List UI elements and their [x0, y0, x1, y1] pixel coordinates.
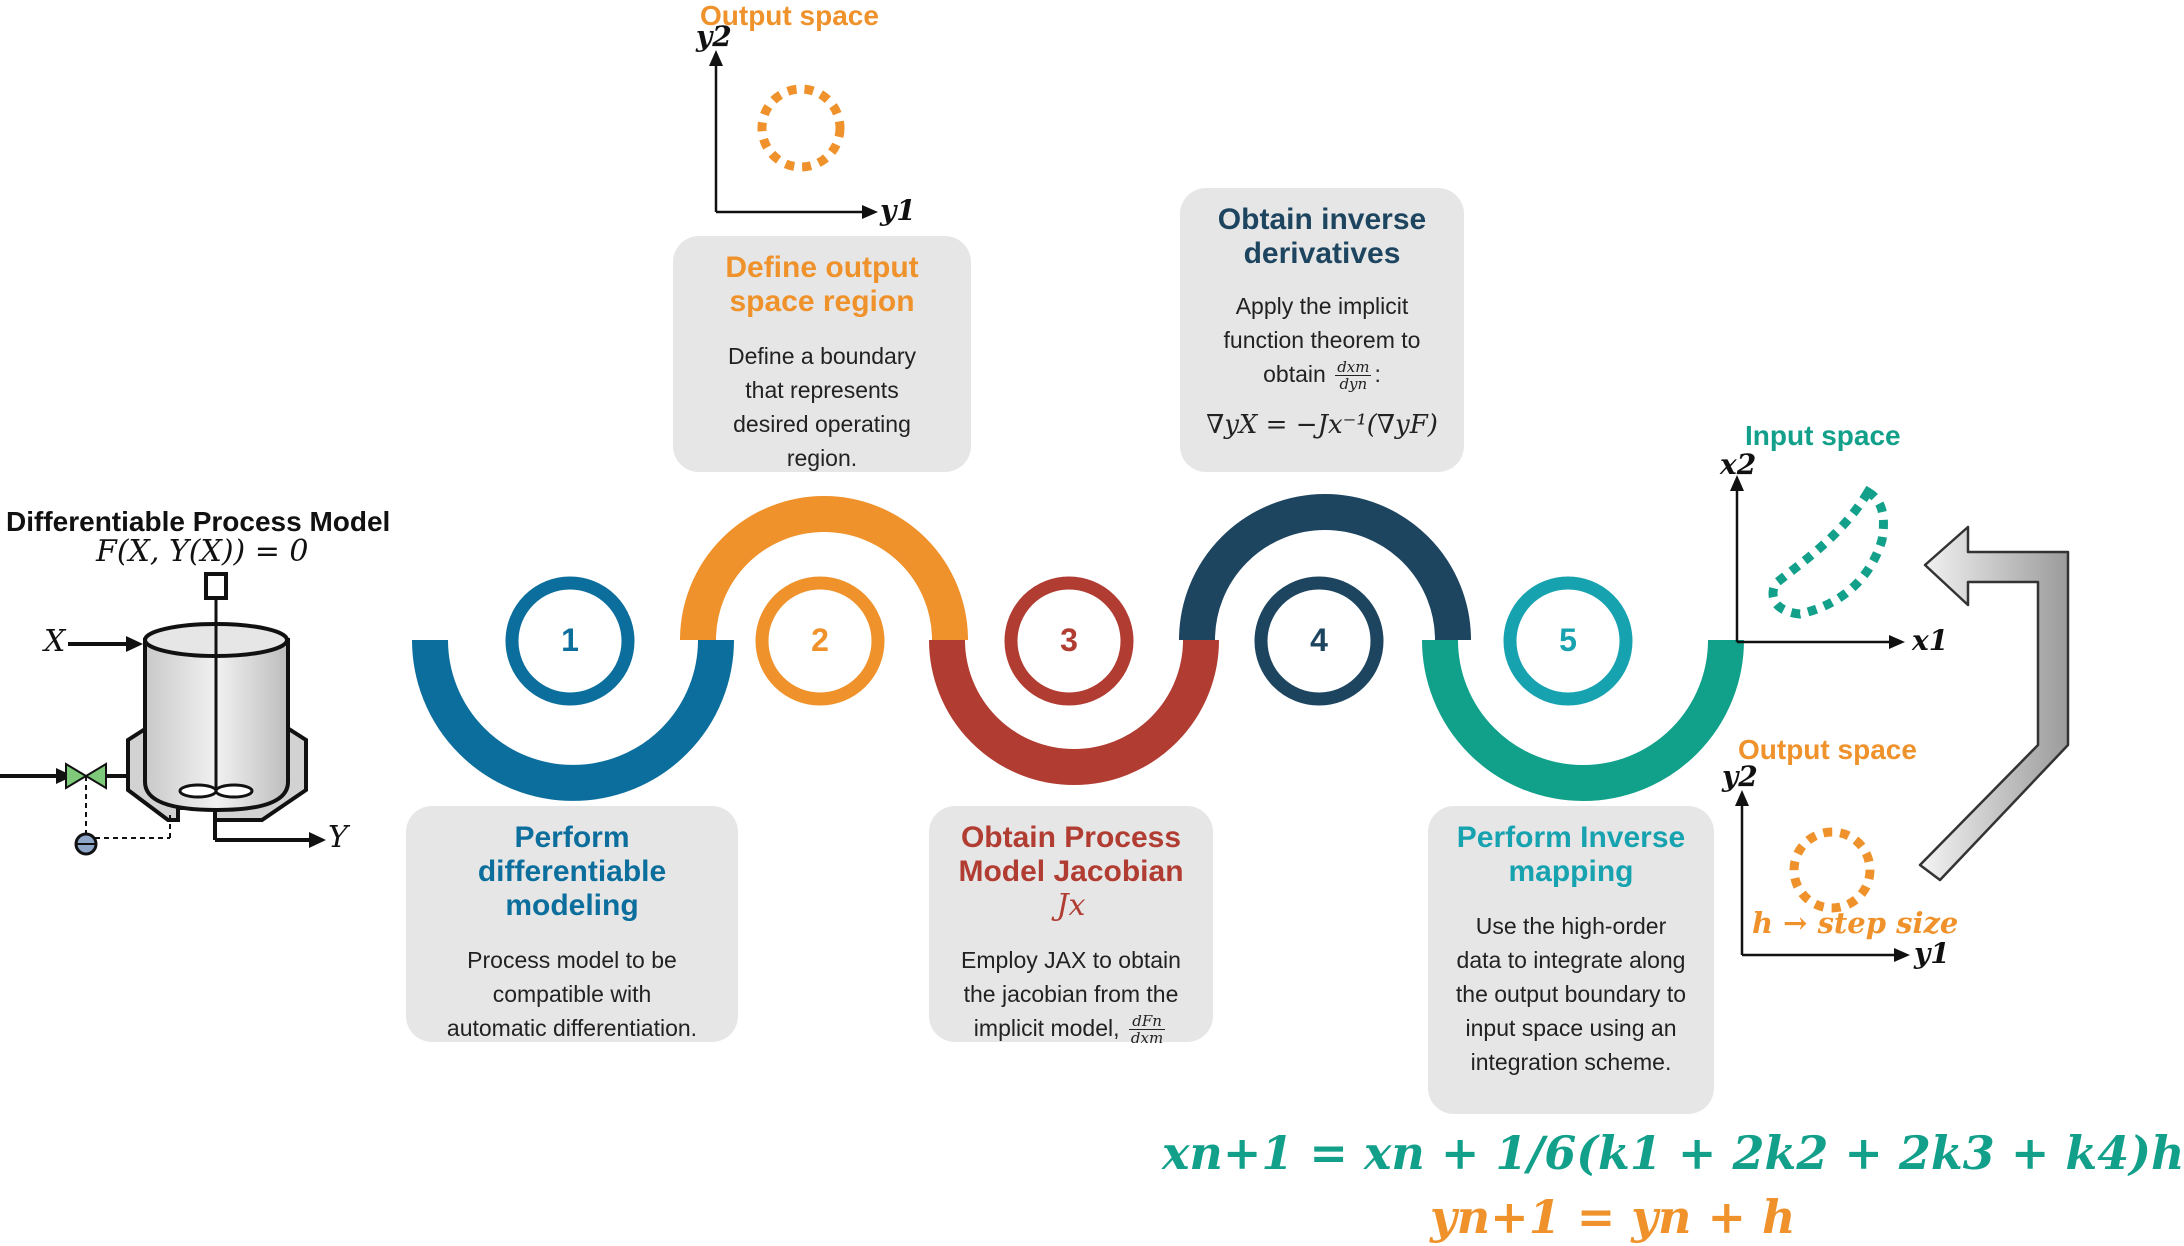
ring-step-5: [1503, 576, 1633, 706]
arc-step-5: [1422, 639, 1744, 801]
reactor-vessel: [0, 572, 326, 856]
step-5-body: Use the high-order data to integrate alo…: [1455, 913, 1687, 1075]
bottom-output-y-axis-label: y2: [1722, 760, 1758, 793]
arc-step-4: [1179, 494, 1471, 641]
plot-bottom-output-space: [1735, 790, 1910, 962]
step-number-2: 2: [811, 622, 829, 658]
process-output-label: Y: [328, 820, 348, 855]
step-size-annotation: h → step size: [1752, 906, 1959, 940]
step-number-5: 5: [1559, 622, 1577, 658]
step-4-title: Obtain inverse derivatives: [1217, 203, 1427, 270]
step-3-title: Obtain Process Model Jacobian Jx: [949, 821, 1193, 923]
arc-step-1: [412, 639, 734, 801]
euler-equation: yn+1 = yn + h: [1430, 1190, 1796, 1244]
step-1-body: Process model to be compatible with auto…: [446, 947, 698, 1041]
step-number-1: 1: [561, 622, 579, 658]
step-2-title: Define output space region: [725, 251, 919, 318]
workflow-wave: [0, 50, 2070, 962]
bottom-output-space-title: Output space: [1738, 734, 1917, 765]
rk4-equation: xn+1 = xn + 1/6(k1 + 2k2 + 2k3 + k4)h: [1162, 1126, 2184, 1180]
plot-input-space: [1730, 475, 1905, 649]
input-space-title: Input space: [1745, 420, 1901, 451]
process-model-title: Differentiable Process Model: [6, 506, 391, 537]
input-y-axis-label: x2: [1720, 448, 1757, 481]
step-2-card: Define output space region Define a boun…: [673, 236, 971, 472]
step-3-body: Employ JAX to obtain the jacobian from t…: [949, 943, 1193, 1046]
ring-step-2: [755, 576, 885, 706]
step-1-card: Perform differentiable modeling Process …: [406, 806, 738, 1042]
step-4-equation: ∇yX = −Jx⁻¹(∇yF): [1206, 410, 1438, 441]
arc-step-3: [929, 639, 1219, 785]
step-4-body: Apply the implicit function theorem to o…: [1223, 293, 1421, 394]
step-number-3: 3: [1060, 622, 1078, 658]
step-3-title-text: Obtain Process Model Jacobian: [958, 821, 1184, 888]
step-5-card: Perform Inverse mapping Use the high-ord…: [1428, 806, 1714, 1114]
step-4-card: Obtain inverse derivatives Apply the imp…: [1180, 188, 1464, 472]
step-3-title-math: Jx: [1056, 888, 1086, 923]
output-region-circle-2: [1789, 827, 1875, 913]
plot-top-output-space: [709, 50, 878, 219]
process-model-equation: F(X, Y(X)) = 0: [96, 534, 309, 569]
input-x-axis-label: x1: [1912, 624, 1949, 657]
step-3-body-text: Employ JAX to obtain the jacobian from t…: [961, 947, 1181, 1041]
ring-step-3: [1004, 576, 1134, 706]
top-output-y-axis-label: y2: [696, 20, 732, 53]
bottom-output-x-axis-label: y1: [1914, 937, 1950, 970]
step-number-4: 4: [1310, 622, 1328, 658]
step-2-body: Define a boundary that represents desire…: [728, 343, 916, 471]
output-region-circle: [757, 84, 845, 172]
step-5-title: Perform Inverse mapping: [1456, 821, 1686, 888]
top-output-space-title: Output space: [700, 0, 879, 31]
inverse-mapping-arrow: [1918, 525, 2070, 882]
step-4-body-text: Apply the implicit function theorem to o…: [1223, 293, 1421, 387]
ring-step-1: [505, 576, 635, 706]
ring-step-4: [1254, 576, 1384, 706]
input-region-curve: [1768, 485, 1888, 619]
step-3-card: Obtain Process Model Jacobian Jx Employ …: [929, 806, 1213, 1046]
step-1-title: Perform differentiable modeling: [477, 821, 667, 922]
process-input-label: X: [44, 624, 66, 659]
top-output-x-axis-label: y1: [880, 194, 916, 227]
arc-step-2: [680, 496, 968, 641]
